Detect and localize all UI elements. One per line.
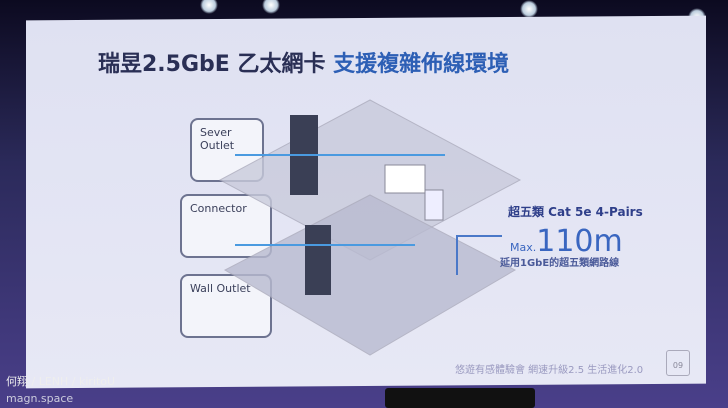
stage-light <box>262 0 280 14</box>
site-watermark: magn.space <box>6 392 74 405</box>
max-value: 110m <box>536 224 623 259</box>
slide-footer: 悠遊有感體驗會 網速升級2.5 生活進化2.0 <box>455 365 644 376</box>
max-distance: Max.110m <box>510 224 623 259</box>
camera-foreground <box>385 388 535 408</box>
distance-arrow-vertical <box>456 235 458 275</box>
callout-label: Sever Outlet <box>200 126 235 152</box>
stage-light <box>520 0 538 18</box>
callout-server-outlet: Sever Outlet <box>190 118 264 182</box>
callout-connector: Connector <box>180 194 272 258</box>
page-number: 09 <box>666 350 690 376</box>
title-highlight: 支援複雜佈線環境 <box>333 52 510 77</box>
title-main: 瑞昱2.5GbE 乙太網卡 <box>98 52 326 77</box>
spec-note: 延用1GbE的超五類網路線 <box>500 258 620 269</box>
slide-title: 瑞昱2.5GbE 乙太網卡 支援複雜佈線環境 <box>98 46 509 78</box>
distance-arrow <box>456 235 502 237</box>
max-prefix: Max. <box>510 241 537 254</box>
photo-credit: 何翔 / LENH / kiritoU <box>6 375 116 388</box>
stage-light <box>200 0 218 14</box>
cable-spec: 超五類 Cat 5e 4-Pairs <box>508 205 643 219</box>
building-network-diagram <box>218 99 522 356</box>
callout-label: Connector <box>190 202 247 215</box>
callout-label: Wall Outlet <box>190 282 251 295</box>
